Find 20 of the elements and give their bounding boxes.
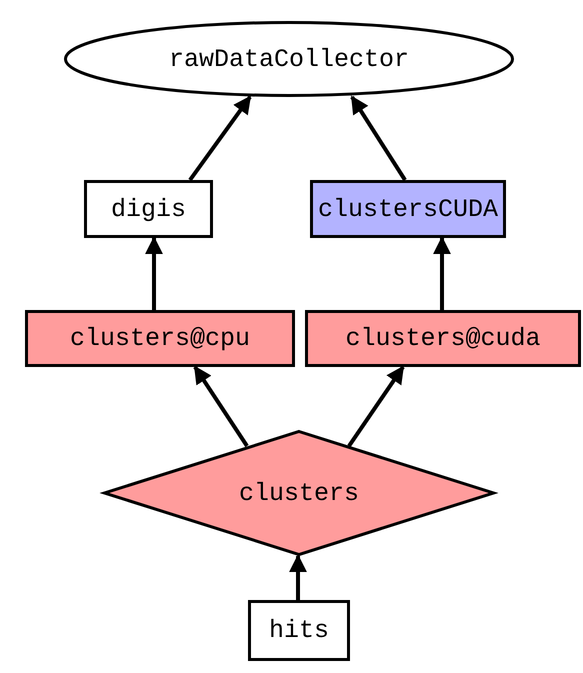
node-label: hits xyxy=(268,616,329,645)
arrow xyxy=(350,95,407,182)
arrow xyxy=(433,236,451,310)
producer-box xyxy=(305,310,581,367)
product-box xyxy=(84,180,213,238)
product-box xyxy=(310,180,506,238)
data-ellipse xyxy=(64,21,514,97)
arrow xyxy=(193,366,249,448)
node-label: clustersCUDA xyxy=(318,194,498,224)
arrow xyxy=(289,554,307,600)
arrow xyxy=(145,236,163,310)
node-label: clusters@cuda xyxy=(345,324,541,353)
node-label: digis xyxy=(110,194,186,224)
producer-box xyxy=(25,310,295,367)
node-label: rawDataCollector xyxy=(168,44,410,74)
node-label: clusters xyxy=(238,478,360,508)
arrow xyxy=(347,366,405,448)
product-box xyxy=(248,600,350,661)
node-label: clusters@cpu xyxy=(70,324,250,353)
arrow xyxy=(188,96,252,182)
